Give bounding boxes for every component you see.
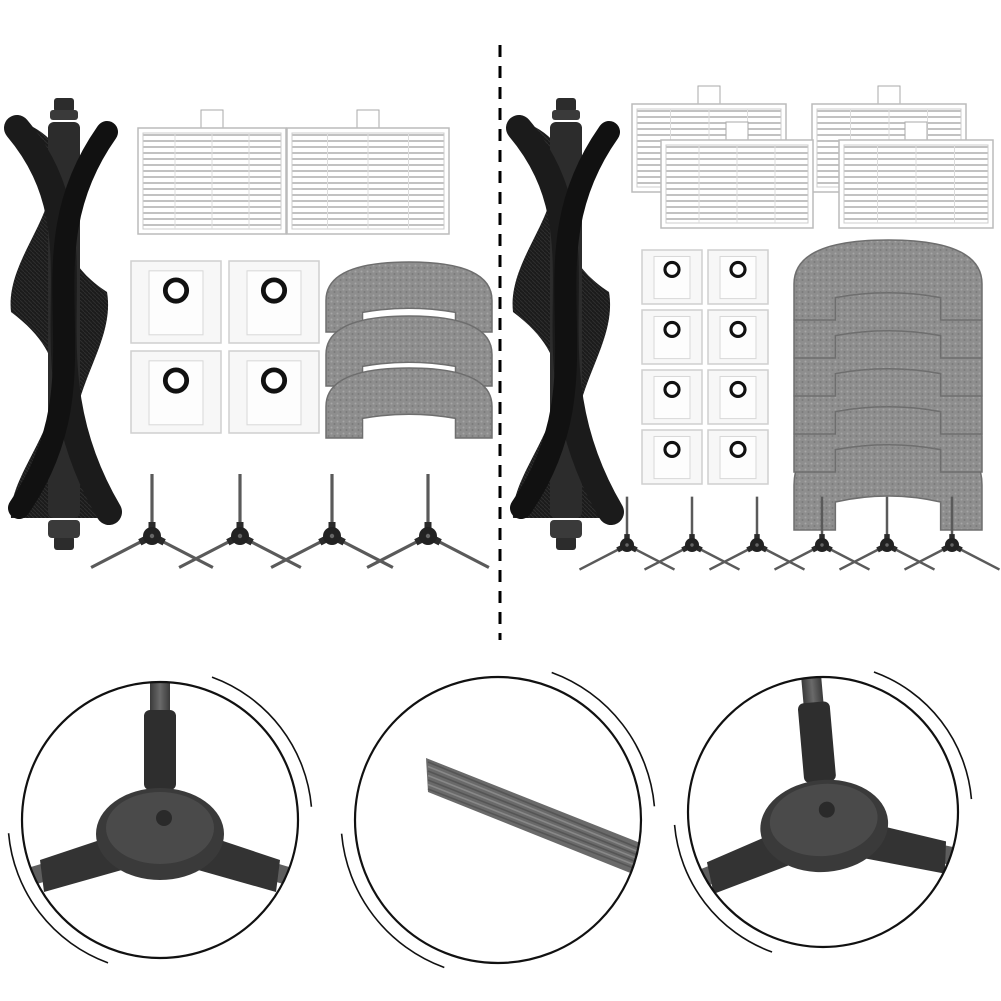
detail-circle: [7, 676, 313, 964]
side-brush: [270, 474, 394, 569]
side-brush: [773, 496, 871, 571]
dust-bag: [641, 309, 703, 365]
swoosh-arc: [7, 833, 109, 964]
side-brush: [90, 474, 214, 569]
dust-bag: [130, 260, 222, 344]
kit-left: [4, 98, 493, 569]
detail-circles: [7, 671, 973, 969]
dust-bag: [228, 260, 320, 344]
detail-circle: [673, 671, 973, 953]
dust-bag: [641, 249, 703, 305]
dust-bag: [707, 429, 769, 485]
swoosh-arc: [673, 824, 773, 953]
side-brush: [838, 496, 936, 571]
swoosh-arc: [873, 671, 973, 800]
dust-bag: [707, 369, 769, 425]
side-brush-hub-closeup: [22, 682, 298, 924]
mop-pad: [325, 261, 493, 333]
hepa-filter: [838, 121, 994, 229]
mop-pad: [793, 239, 983, 321]
side-brush: [578, 496, 676, 571]
bristle-arm-closeup: [426, 758, 641, 880]
mop-pad: [325, 315, 493, 387]
swoosh-arc: [551, 671, 656, 807]
dust-bag: [707, 309, 769, 365]
side-brush: [708, 496, 806, 571]
hepa-filter: [137, 109, 287, 235]
dust-bag: [641, 369, 703, 425]
roller-brush: [506, 98, 624, 550]
hepa-filter: [286, 109, 450, 235]
dust-bag: [228, 350, 320, 434]
dust-bag: [707, 249, 769, 305]
side-brush: [643, 496, 741, 571]
detail-circle: [340, 671, 656, 969]
roller-brush: [4, 98, 122, 550]
side-brush: [178, 474, 302, 569]
hepa-filter: [660, 121, 814, 229]
side-brush: [366, 474, 490, 569]
swoosh-arc: [340, 833, 445, 969]
side-brush: [903, 496, 1001, 571]
dust-bag: [641, 429, 703, 485]
swoosh-arc: [211, 676, 313, 807]
mop-pad: [325, 367, 493, 439]
dust-bag: [130, 350, 222, 434]
kit-right: [506, 85, 1001, 571]
side-brush-hub-closeup: [688, 677, 958, 938]
